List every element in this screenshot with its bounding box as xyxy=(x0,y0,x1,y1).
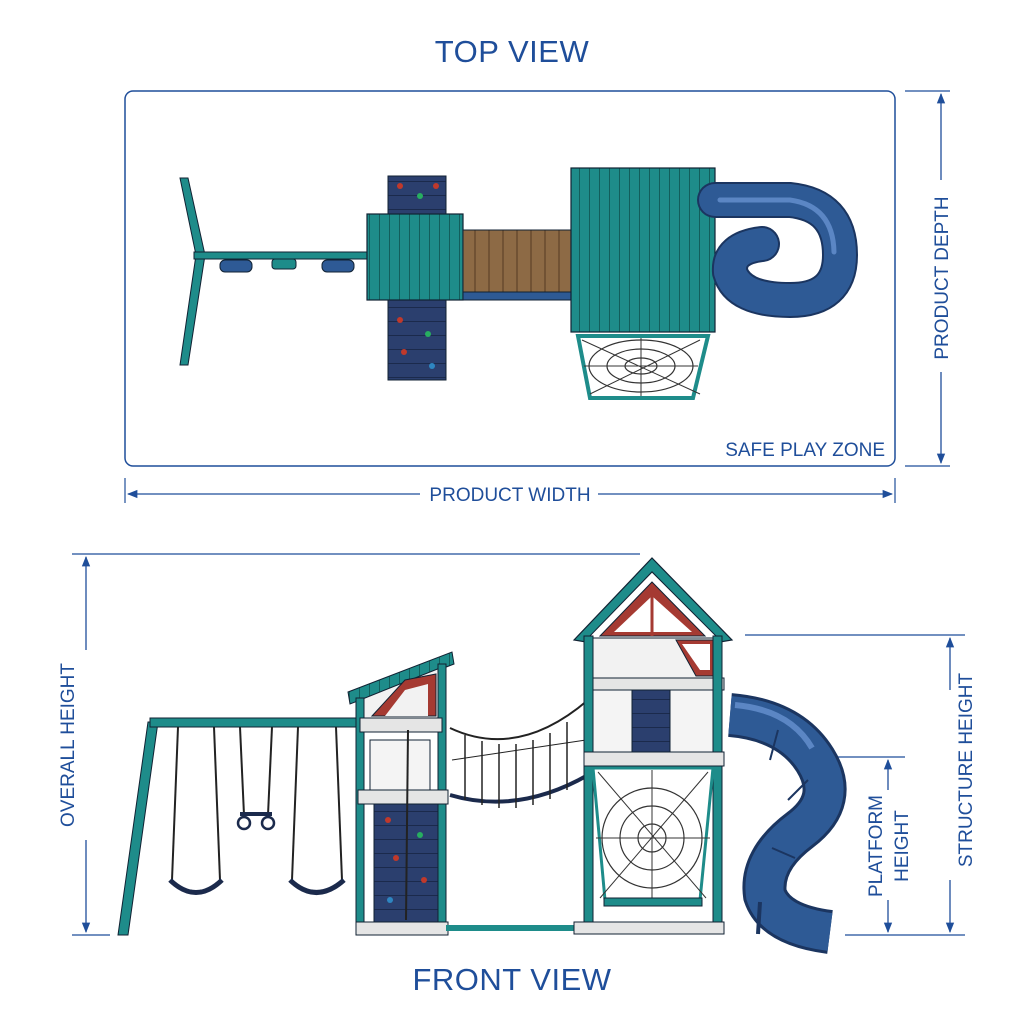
swing-set-top xyxy=(179,177,370,366)
overall-height-label: OVERALL HEIGHT xyxy=(58,663,79,827)
big-tower-roof-top xyxy=(570,167,716,333)
structure-height-label: STRUCTURE HEIGHT xyxy=(956,673,977,868)
platform-height-label-line2: HEIGHT xyxy=(892,810,913,882)
top-view-title: TOP VIEW xyxy=(434,34,590,69)
spider-web-net-top xyxy=(575,334,711,400)
tube-slide-top xyxy=(697,182,859,319)
product-width-label: PRODUCT WIDTH xyxy=(429,485,590,506)
safe-play-zone-boundary xyxy=(124,90,896,467)
swing-set-front xyxy=(117,717,361,936)
product-depth-label: PRODUCT DEPTH xyxy=(932,196,953,359)
rope-bridge-front xyxy=(446,699,590,931)
rope-bridge-top xyxy=(462,229,572,301)
platform-height-label-line1: PLATFORM xyxy=(866,795,887,897)
climbing-wall-top xyxy=(387,175,447,381)
top-view: SAFE PLAY ZONE PRODUCT WIDTH PRODUCT DEP… xyxy=(124,90,953,506)
big-tower-front xyxy=(572,557,734,935)
front-view: OVERALL HEIGHT STRUCTURE HEIGHT PLATFORM… xyxy=(58,553,977,954)
tube-slide-front xyxy=(727,693,847,954)
small-tower-roof-top xyxy=(366,213,464,301)
small-tower-front xyxy=(347,651,455,936)
front-view-title: FRONT VIEW xyxy=(412,962,612,997)
safe-play-zone-label: SAFE PLAY ZONE xyxy=(725,440,885,461)
